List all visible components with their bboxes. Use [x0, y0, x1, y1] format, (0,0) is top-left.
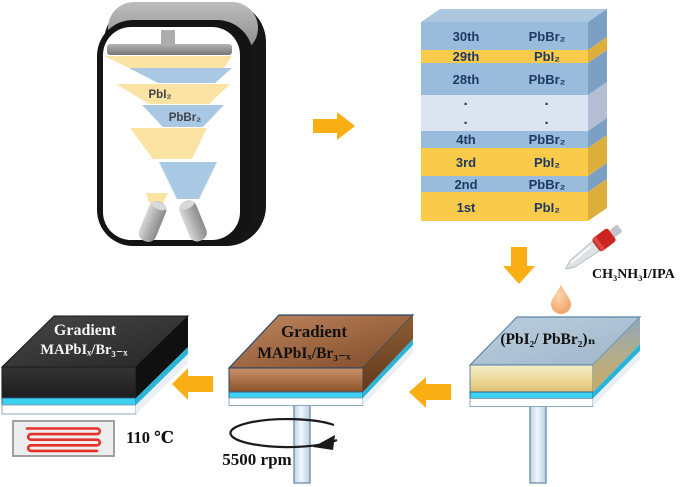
spin-film-label-line2: MAPbIₓ/Br₃₋ₓ [257, 345, 351, 362]
anneal-cyan-layer-side [136, 347, 188, 405]
pbi2-source-label: PbI₂ [149, 89, 172, 101]
anneal-film-side-face [136, 316, 188, 398]
stack-layer-28-front [421, 63, 588, 95]
stack-ordinal-30: 30th [453, 29, 480, 44]
vapor-plume-yellow-3 [130, 128, 207, 159]
anneal-film-label-line1: Gradient [54, 322, 117, 339]
stack-layer-3-front [421, 148, 588, 176]
spin-cyan-layer-front [228, 391, 364, 399]
stack-ellipsis-dot: · [545, 96, 550, 113]
substrate-holder-stub [161, 30, 175, 45]
stack-layer-1-front [421, 192, 588, 221]
anneal-cyan-layer-front [1, 397, 137, 406]
dropper-icon [565, 225, 622, 270]
process-arrow-icon-left-a [172, 368, 213, 400]
stack-layer-28-side [588, 50, 607, 95]
spin-post [293, 404, 311, 484]
mai-solution-label: CH₃NH₃I/IPA [592, 267, 676, 282]
anneal-film-label-line2: MAPbIₓ/Br₃₋ₓ [40, 342, 128, 358]
vapor-plume-yellow-tip [146, 193, 168, 203]
stack-material-28: PbBr₂ [529, 72, 566, 87]
stack-ordinal-1: 1st [457, 200, 476, 215]
anneal-glass-layer-front [1, 404, 137, 415]
evaporation-source-left [138, 201, 167, 242]
evaporation-source-right [179, 200, 207, 242]
anneal-glass-layer-side [136, 354, 188, 414]
precursor-glass-layer-side [593, 351, 640, 407]
stack-layer-4-side [588, 118, 607, 148]
multilayer-stack: 30th PbBr₂ 29th PbI₂ 28th PbBr₂ · · · · … [421, 9, 607, 221]
substrate-plate [107, 44, 232, 55]
vapor-plume-blue-3 [159, 162, 217, 199]
stack-ellipsis-dot: · [464, 96, 469, 113]
stack-material-1: PbI₂ [534, 200, 560, 215]
stack-layer-1-side [588, 179, 607, 221]
stack-layer-29-side [588, 37, 607, 63]
anneal-film-front-face [1, 366, 137, 399]
droplet-icon [551, 285, 571, 314]
stack-layer-29-front [421, 50, 588, 63]
stack-layer-ellipsis-side [588, 82, 607, 131]
stack-material-4: PbBr₂ [529, 132, 566, 147]
process-arrow-icon-left-b [409, 377, 451, 408]
stack-layer-2-side [588, 163, 607, 192]
vapor-plume-blue-1 [129, 68, 232, 83]
vapor-plume-yellow-1 [104, 56, 232, 68]
stack-ordinal-4: 4th [456, 132, 476, 147]
spin-post [529, 405, 547, 484]
stack-ordinal-2: 2nd [454, 177, 477, 192]
stack-layer-30-front [421, 22, 588, 50]
heater-icon [12, 420, 115, 457]
process-arrow-icon-right [313, 112, 355, 140]
rotation-arrow-icon [229, 417, 338, 450]
stack-material-30: PbBr₂ [529, 29, 566, 44]
process-arrow-icon-down [503, 247, 535, 284]
vapor-plume-blue-2 [142, 105, 224, 127]
precursor-side-face [593, 317, 640, 392]
stack-layer-2-front [421, 176, 588, 192]
stack-ordinal-3: 3rd [456, 155, 476, 170]
spin-coating-substrate: Gradient MAPbIₓ/Br₃₋ₓ 5500 rpm [222, 314, 415, 484]
precursor-front-face [469, 364, 594, 393]
precursor-cyan-layer-front [469, 391, 594, 399]
anneal-temperature-label: 110 ℃ [126, 428, 174, 447]
stack-layer-ellipsis-front [421, 95, 588, 131]
stack-layer-4-front [421, 131, 588, 148]
precursor-film-label: (PbI₂/ PbBr₂)ₙ [500, 331, 595, 348]
stack-material-29: PbI₂ [534, 49, 560, 64]
vapor-plume-yellow-2 [116, 84, 230, 104]
annealing-substrate: Gradient MAPbIₓ/Br₃₋ₓ 110 ℃ [0, 315, 190, 457]
spin-film-label-line1: Gradient [281, 322, 347, 341]
evaporator-chamber: PbI₂ PbBr₂ [97, 2, 266, 246]
stack-material-3: PbI₂ [534, 155, 560, 170]
stack-top-face [421, 9, 607, 22]
spin-cyan-layer-side [363, 339, 413, 398]
precursor-glass-layer-front [469, 398, 594, 407]
stack-ordinal-29: 29th [453, 49, 480, 64]
stack-ellipsis-dot: · [545, 115, 550, 132]
spin-glass-layer-side [363, 345, 413, 406]
spin-speed-label: 5500 rpm [222, 450, 291, 469]
stack-layer-30-side [588, 9, 607, 50]
spin-glass-layer-front [228, 397, 364, 406]
stack-ordinal-28: 28th [453, 72, 480, 87]
pbbr2-source-label: PbBr₂ [169, 112, 202, 124]
stack-ellipsis-dot: · [464, 115, 469, 132]
precursor-film-substrate: (PbI₂/ PbBr₂)ₙ [468, 316, 642, 484]
stack-material-2: PbBr₂ [529, 177, 566, 192]
spin-film-side-face [363, 315, 413, 392]
precursor-cyan-layer-side [593, 344, 640, 399]
stack-layer-3-side [588, 135, 607, 176]
spin-film-front-face [228, 367, 364, 393]
